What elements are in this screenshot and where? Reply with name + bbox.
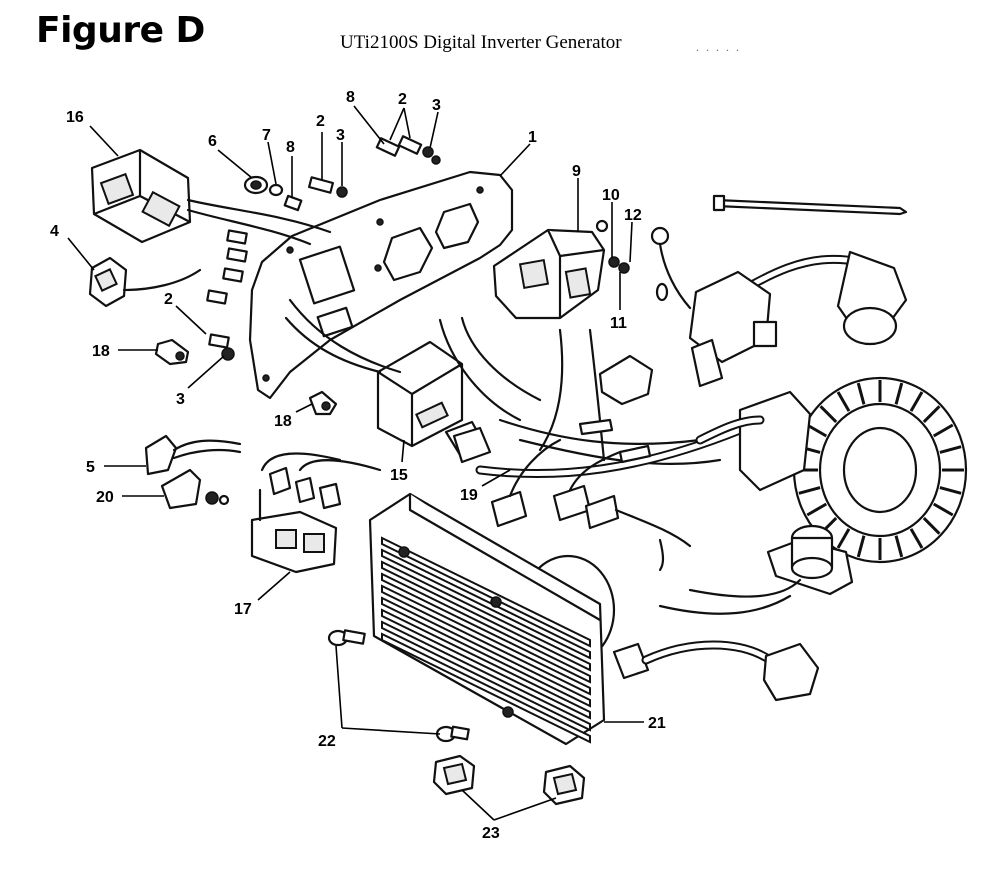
callout-22: 22 xyxy=(318,733,336,750)
stator-tooth xyxy=(806,502,828,517)
stator-tooth xyxy=(909,391,924,412)
callout-10: 10 xyxy=(602,187,620,204)
terminal-block xyxy=(492,219,692,320)
upper-fasteners xyxy=(243,135,441,212)
heat-sink-fin xyxy=(381,584,591,696)
heat-sink-fin xyxy=(381,608,591,720)
callout-3-top: 3 xyxy=(432,97,441,114)
callout-3-left: 3 xyxy=(176,391,185,408)
callout-17: 17 xyxy=(234,601,252,618)
heat-sink-fin xyxy=(381,560,591,672)
callout-leaders xyxy=(67,105,644,821)
stator-tooth xyxy=(894,382,904,405)
stator-tooth xyxy=(922,517,941,535)
callout-6: 6 xyxy=(208,133,217,150)
callout-18: 18 xyxy=(92,343,110,360)
figure-label: Figure D xyxy=(36,10,205,51)
sensor-bracket xyxy=(658,524,854,615)
callout-20: 20 xyxy=(96,489,114,506)
stator-tooth xyxy=(932,423,954,438)
callout-18-lower: 18 xyxy=(274,413,292,430)
stator-tooth xyxy=(806,423,828,438)
callout-8: 8 xyxy=(286,139,295,156)
heat-sink-fin xyxy=(381,632,591,744)
callout-15: 15 xyxy=(390,467,408,484)
rubber-feet-23 xyxy=(432,754,586,806)
figure-title: UTi2100S Digital Inverter Generator xyxy=(340,32,622,53)
callout-12: 12 xyxy=(624,207,642,224)
stator-tooth xyxy=(798,486,821,495)
control-panel-plate xyxy=(248,170,514,400)
stator-tooth xyxy=(819,405,838,423)
callout-5: 5 xyxy=(86,459,95,476)
callout-2: 2 xyxy=(316,113,325,130)
callout-numbers: 16 6 7 8 2 3 8 2 3 1 9 10 12 11 4 2 18 3… xyxy=(50,89,666,842)
callout-23: 23 xyxy=(482,825,500,842)
callout-2-left: 2 xyxy=(164,291,173,308)
stator-tooth xyxy=(856,382,866,405)
lower-right-connector xyxy=(612,640,820,702)
callout-8-top: 8 xyxy=(346,89,355,106)
ac-outlet-receptacle xyxy=(90,148,332,246)
callout-7: 7 xyxy=(262,127,271,144)
callout-19: 19 xyxy=(460,487,478,504)
callout-3: 3 xyxy=(336,127,345,144)
heat-sink-fin xyxy=(381,536,591,648)
rocker-switch xyxy=(88,256,202,308)
rectifier-assembly xyxy=(250,452,382,574)
stator-tooth xyxy=(836,528,851,549)
stator-tooth xyxy=(939,445,962,454)
callout-16: 16 xyxy=(66,109,84,126)
heat-sink-fin xyxy=(381,620,591,732)
screws-22 xyxy=(327,629,470,743)
inverter-heat-sink xyxy=(368,492,616,746)
callout-1: 1 xyxy=(528,129,537,146)
left-terminal-posts xyxy=(154,229,338,416)
stator-tooth xyxy=(922,405,941,423)
heat-sink-fin xyxy=(381,572,591,684)
callout-11: 11 xyxy=(610,315,627,332)
heat-sink-fin xyxy=(381,548,591,660)
stator-tooth xyxy=(909,528,924,549)
left-small-parts xyxy=(144,434,242,510)
callout-4: 4 xyxy=(50,223,59,240)
stator-tooth xyxy=(932,502,954,517)
stator-tooth xyxy=(939,486,962,495)
title-trailing-dots: . . . . . xyxy=(696,40,741,54)
callout-2-top: 2 xyxy=(398,91,407,108)
interior-wiring xyxy=(284,298,745,572)
callout-9: 9 xyxy=(572,163,581,180)
stator-tooth xyxy=(836,391,851,412)
stator xyxy=(695,376,968,564)
heat-sink-fin xyxy=(381,596,591,708)
stator-tooth xyxy=(894,535,904,558)
callout-21: 21 xyxy=(648,715,666,732)
stator-tooth xyxy=(856,535,866,558)
main-wire-harness xyxy=(688,250,908,388)
cable-tie xyxy=(712,194,908,216)
